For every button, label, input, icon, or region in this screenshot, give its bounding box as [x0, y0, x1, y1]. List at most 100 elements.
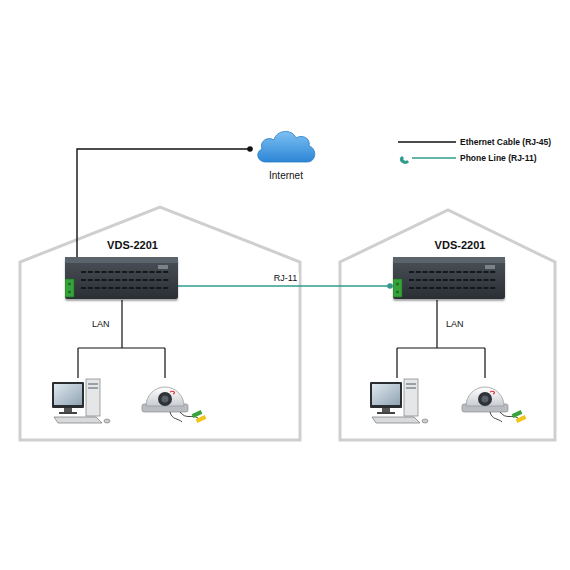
vent-slot	[477, 271, 482, 273]
converter-node: VDS-2201	[393, 239, 505, 299]
vent-slot	[136, 271, 141, 273]
vent-slot	[463, 287, 468, 289]
converter-detail	[65, 257, 178, 299]
terminal-block	[393, 279, 402, 297]
vent-slot	[163, 271, 168, 273]
vent-slot	[102, 287, 107, 289]
vent-slot	[156, 271, 161, 273]
cable-line	[77, 149, 250, 257]
cloud-label: Internet	[254, 170, 318, 181]
vent-slot	[470, 287, 475, 289]
vent-slot	[416, 287, 421, 289]
vent-slot	[95, 271, 100, 273]
phone-icon	[400, 156, 409, 164]
vent-slot	[484, 279, 489, 281]
vent-slot	[122, 279, 127, 281]
legend-line	[412, 157, 456, 158]
vent-slot	[81, 279, 86, 281]
terminal-screw	[68, 282, 71, 285]
cable-end-dot	[387, 283, 393, 289]
converter-top	[393, 257, 505, 263]
vent-slot	[102, 271, 107, 273]
vent-slot	[484, 271, 489, 273]
cable-label: RJ-11	[272, 273, 299, 283]
vent-slot	[129, 279, 134, 281]
vent-slot	[436, 287, 441, 289]
vent-slot	[456, 271, 461, 273]
vent-slot	[477, 287, 482, 289]
converter-box	[393, 257, 505, 299]
vent-slot	[436, 271, 441, 273]
vent-slot	[456, 279, 461, 281]
legend-row: Ethernet Cable (RJ-45)	[398, 135, 568, 149]
vent-slot	[143, 287, 148, 289]
port-label: LAN	[92, 319, 110, 329]
vent-slot	[150, 279, 155, 281]
vent-slot	[108, 271, 113, 273]
vent-slot	[115, 271, 120, 273]
vent-slot	[463, 279, 468, 281]
device-label: VDS-2201	[65, 239, 178, 251]
vent-slot	[490, 279, 495, 281]
converter-node: VDS-2201	[65, 239, 178, 299]
cloud-outline	[258, 131, 315, 162]
legend-sample	[398, 135, 458, 149]
terminal-block	[65, 279, 74, 297]
converter-top	[65, 257, 178, 263]
vent-slot	[470, 279, 475, 281]
vent-slot	[429, 279, 434, 281]
logo-badge	[485, 265, 495, 269]
cable-line	[178, 285, 390, 286]
legend-line	[398, 141, 456, 142]
vent-slot	[409, 279, 414, 281]
legend-text: Phone Line (RJ-11)	[460, 151, 537, 165]
device-label: VDS-2201	[393, 239, 505, 251]
vent-slot	[443, 271, 448, 273]
cloud-node: Internet	[254, 126, 318, 181]
vent-slot	[88, 287, 93, 289]
vent-slot	[88, 279, 93, 281]
vent-slot	[429, 271, 434, 273]
vent-slot	[108, 287, 113, 289]
vent-slot	[143, 271, 148, 273]
vent-slot	[156, 279, 161, 281]
vent-slot	[416, 279, 421, 281]
vent-slot	[81, 287, 86, 289]
vent-slot	[429, 287, 434, 289]
vent-slot	[416, 271, 421, 273]
vent-slot	[477, 279, 482, 281]
lan-wire	[78, 300, 165, 378]
vent-slot	[102, 279, 107, 281]
vent-slot	[88, 271, 93, 273]
vent-slot	[95, 279, 100, 281]
vent-slot	[115, 287, 120, 289]
vent-slot	[409, 271, 414, 273]
vent-slot	[423, 287, 428, 289]
vent-slot	[450, 287, 455, 289]
converter-box	[65, 257, 178, 299]
vent-slot	[423, 271, 428, 273]
computer-icon	[370, 379, 428, 423]
vent-slot	[136, 279, 141, 281]
terminal-screw	[396, 290, 399, 293]
logo-badge	[158, 265, 168, 269]
vent-slot	[450, 271, 455, 273]
vent-slot	[129, 287, 134, 289]
lan-wire	[397, 300, 485, 378]
vent-slot	[484, 287, 489, 289]
vent-slot	[163, 287, 168, 289]
computer-icon	[52, 379, 110, 423]
vent-slot	[81, 271, 86, 273]
terminal-screw	[396, 282, 399, 285]
legend-text: Ethernet Cable (RJ-45)	[460, 135, 551, 149]
vent-slot	[456, 287, 461, 289]
vent-slot	[150, 287, 155, 289]
port-label: LAN	[446, 319, 464, 329]
vent-slot	[409, 287, 414, 289]
vent-slot	[150, 271, 155, 273]
vent-slot	[490, 271, 495, 273]
vent-slot	[108, 279, 113, 281]
house-outline	[340, 210, 555, 440]
cable-end-dot	[247, 146, 253, 152]
terminal-screw	[68, 290, 71, 293]
